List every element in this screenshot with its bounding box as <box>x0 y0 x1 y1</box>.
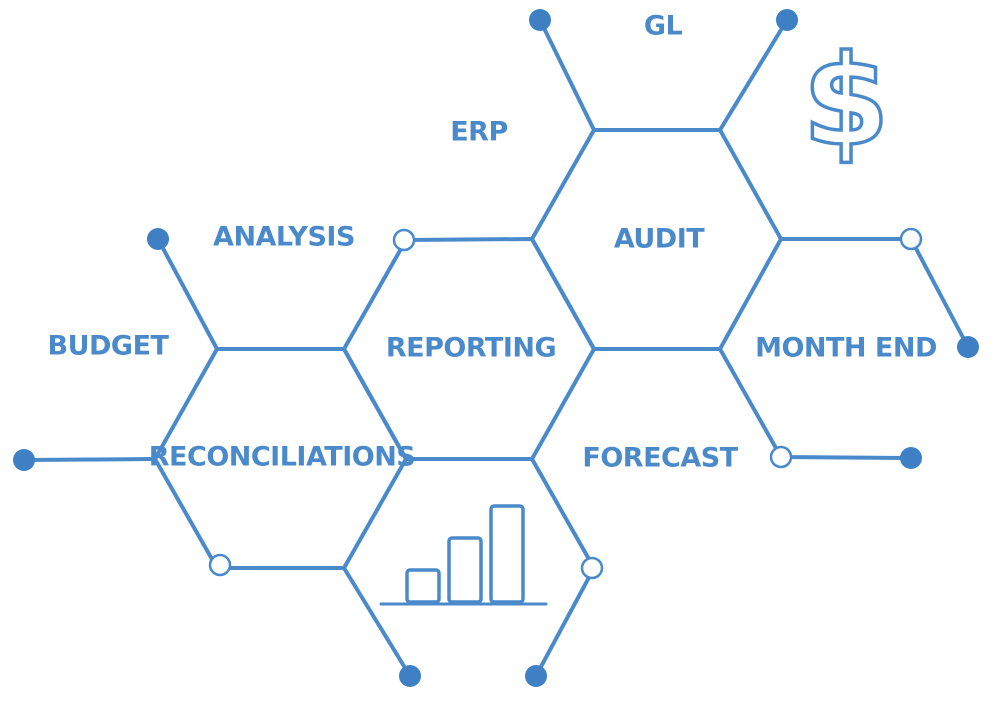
label-erp: ERP <box>450 117 508 148</box>
connector-bottom-right <box>534 566 596 678</box>
node-dot <box>529 9 551 31</box>
label-forecast: FORECAST <box>582 443 738 474</box>
connector-budget <box>22 457 157 462</box>
node-ring <box>899 227 923 251</box>
connector-gl-right <box>718 18 789 132</box>
dollar-sign-icon: $ <box>803 29 890 174</box>
label-audit: AUDIT <box>614 224 705 255</box>
bar-chart-bar <box>405 568 441 604</box>
node-dot <box>13 449 35 471</box>
label-reconciliations: RECONCILIATIONS <box>149 442 415 473</box>
node-dot <box>525 665 547 687</box>
node-dot <box>399 665 421 687</box>
label-month-end: MONTH END <box>755 333 937 364</box>
node-ring <box>580 556 604 580</box>
node-dot <box>776 9 798 31</box>
label-analysis: ANALYSIS <box>213 222 355 253</box>
node-ring <box>769 445 793 469</box>
bar-chart-bar <box>489 504 525 604</box>
hexagon-month-end-edge <box>718 347 783 459</box>
node-ring <box>208 553 232 577</box>
connector-month-end-bottom <box>779 455 913 460</box>
label-gl: GL <box>644 11 683 42</box>
bar-chart-bar <box>447 536 483 604</box>
connector-gl-left <box>538 18 596 132</box>
connector-analysis <box>156 237 219 351</box>
label-reporting: REPORTING <box>386 333 556 364</box>
connector-audit-right <box>779 237 970 349</box>
node-dot <box>147 228 169 250</box>
node-dot <box>957 336 979 358</box>
bar-chart-icon <box>379 504 548 606</box>
node-dot <box>900 447 922 469</box>
hexagon-chart <box>404 457 596 570</box>
label-budget: BUDGET <box>48 331 170 362</box>
connector-bottom-left <box>342 566 412 678</box>
node-ring <box>392 228 416 252</box>
